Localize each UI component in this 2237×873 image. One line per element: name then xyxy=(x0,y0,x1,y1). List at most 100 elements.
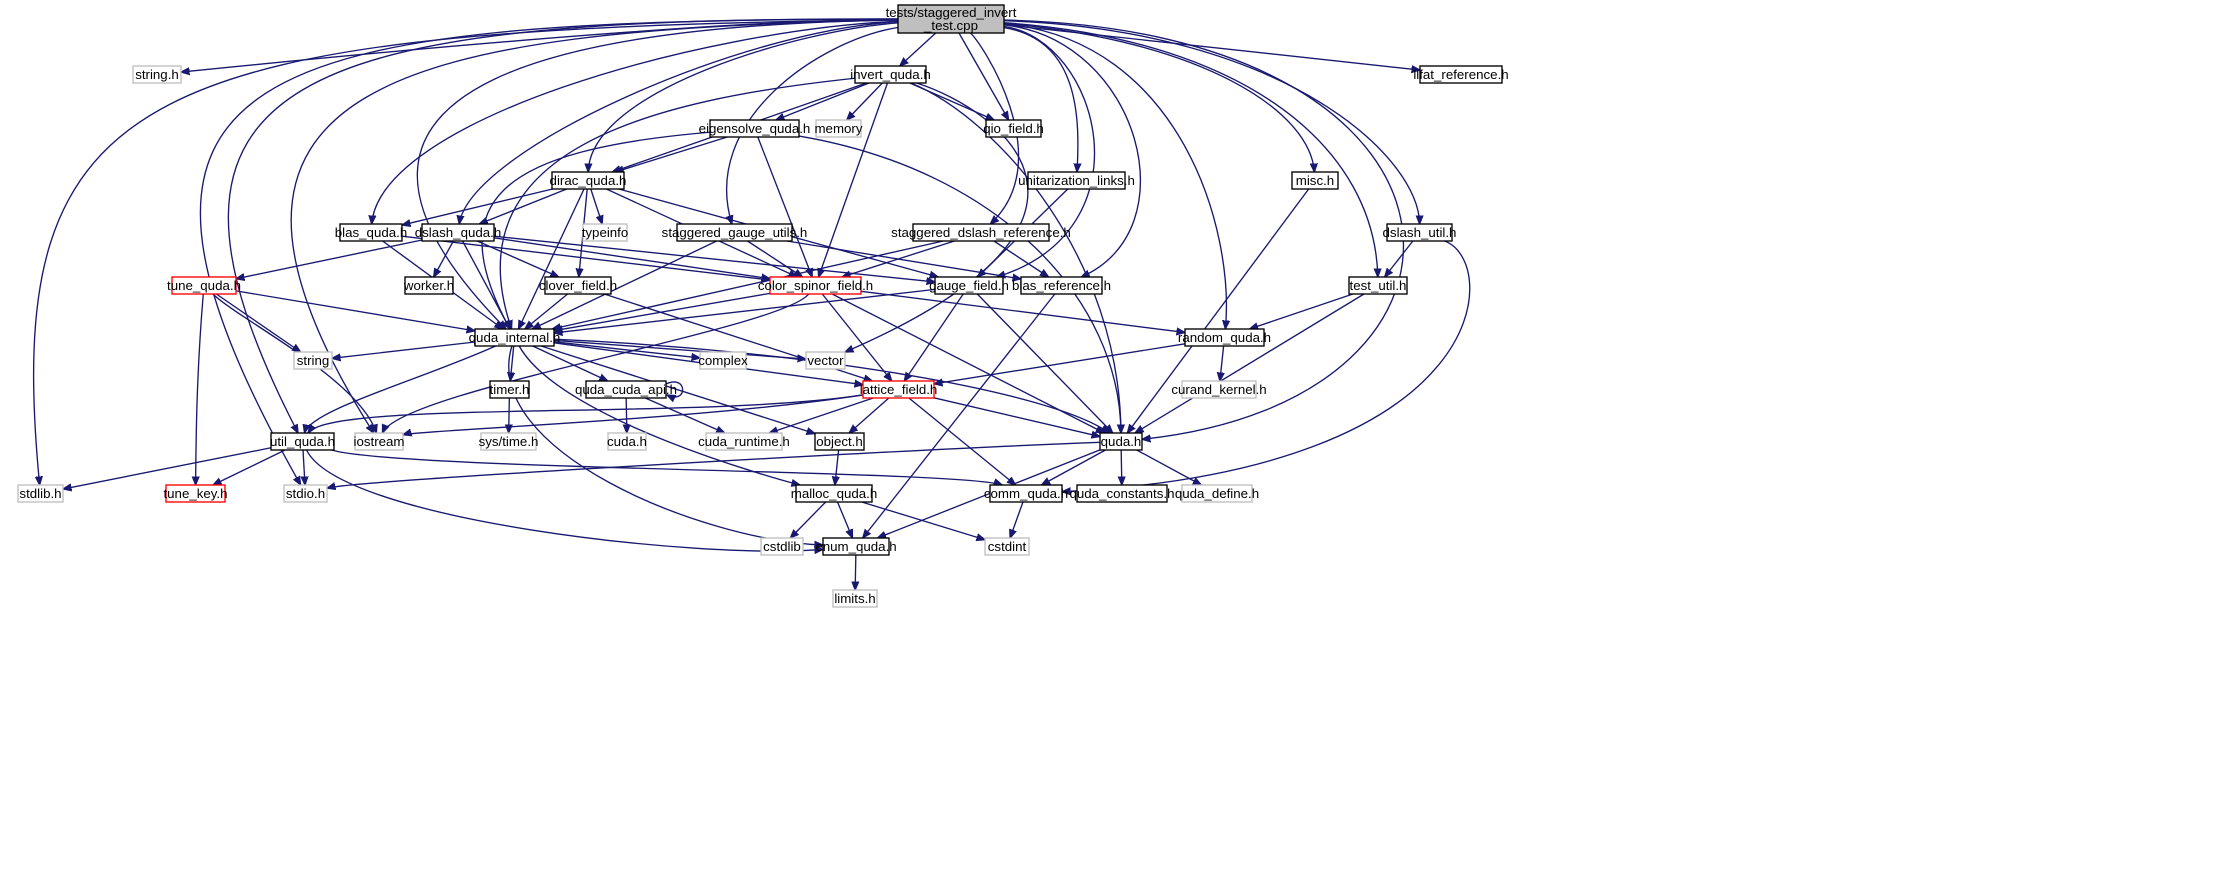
node-clover-field[interactable]: clover_field.h xyxy=(539,276,617,295)
node-tune-key[interactable]: tune_key.h xyxy=(163,484,228,503)
edge-root-to-stdio xyxy=(199,18,899,485)
node-box xyxy=(1419,65,1503,84)
node-staggered-gauge-utils[interactable]: staggered_gauge_utils.h xyxy=(662,223,808,242)
edge-root-to-unitarization_links xyxy=(1003,26,1078,172)
node-quda-h[interactable]: quda.h xyxy=(1099,432,1143,451)
node-staggered-dslash-reference[interactable]: staggered_dslash_reference.h xyxy=(891,223,1071,242)
node-color-spinor-field[interactable]: color_spinor_field.h xyxy=(758,276,873,295)
node-label: quda_constants.h xyxy=(1070,486,1175,501)
node-root[interactable]: tests/staggered_invert_test.cpp xyxy=(886,4,1017,34)
node-stdlib: stdlib.h xyxy=(17,484,64,503)
edge-quda_internal-to-timer xyxy=(510,345,513,381)
node-label: eigensolve_quda.h xyxy=(699,121,811,136)
node-quda-constants[interactable]: quda_constants.h xyxy=(1070,484,1175,503)
node-gauge-field[interactable]: gauge_field.h xyxy=(929,276,1009,295)
node-box xyxy=(1099,432,1143,451)
node-box xyxy=(132,65,182,84)
edge-color_spinor_field-to-quda_internal xyxy=(554,292,771,330)
file-nodes: tests/staggered_invert_test.cpp string.h i… xyxy=(17,4,1509,608)
node-box xyxy=(489,380,530,399)
node-worker[interactable]: worker.h xyxy=(403,276,454,295)
edge-blas_reference-to-enum_quda xyxy=(863,293,1056,538)
node-dslash-util[interactable]: dslash_util.h xyxy=(1383,223,1457,242)
edge-quda_internal-to-object xyxy=(540,345,815,434)
node-label: blas_reference.h xyxy=(1012,278,1111,293)
node-dirac-quda[interactable]: dirac_quda.h xyxy=(550,171,627,190)
edge-root-to-string_h xyxy=(181,18,899,72)
node-util-quda[interactable]: util_quda.h xyxy=(270,432,335,451)
node-quda-cuda-api[interactable]: quda_cuda_api.h xyxy=(575,380,677,399)
node-typeinfo: typeinfo xyxy=(582,223,628,242)
node-comm-quda[interactable]: comm_quda.h xyxy=(984,484,1068,503)
edge-util_quda-to-stdio xyxy=(303,449,305,485)
node-enum-quda[interactable]: enum_quda.h xyxy=(815,537,897,556)
node-label: curand_kernel.h xyxy=(1171,382,1266,397)
node-malloc-quda[interactable]: malloc_quda.h xyxy=(791,484,878,503)
edge-dirac_quda-to-quda_internal xyxy=(518,188,585,329)
node-box xyxy=(1184,328,1265,347)
node-string-h: string.h xyxy=(132,65,182,84)
edge-dslash_quda-to-color_spinor_field xyxy=(493,237,770,279)
node-label: tests/staggered_invert xyxy=(886,5,1017,20)
edge-gauge_field-to-lattice_field xyxy=(904,293,964,381)
node-box xyxy=(709,119,800,138)
node-box xyxy=(854,65,927,84)
node-label: qio_field.h xyxy=(983,121,1044,136)
edge-eigensolve_quda-to-quda_h xyxy=(798,135,1121,433)
node-cstdint: cstdint xyxy=(984,537,1030,556)
edge-quda_internal-to-malloc_quda xyxy=(518,345,800,485)
edge-enum_quda-to-limits xyxy=(855,554,856,590)
node-box xyxy=(474,328,555,347)
node-random-quda[interactable]: random_quda.h xyxy=(1178,328,1271,347)
edge-quda_internal-to-quda_h xyxy=(553,338,1109,433)
node-blas-reference[interactable]: blas_reference.h xyxy=(1012,276,1111,295)
edge-eigensolve_quda-to-color_spinor_field xyxy=(757,136,812,277)
node-box xyxy=(421,223,495,242)
edge-root-to-gauge_field xyxy=(997,25,1096,277)
edge-invert_quda-to-color_spinor_field xyxy=(819,82,889,277)
node-object[interactable]: object.h xyxy=(814,432,865,451)
node-dslash-quda[interactable]: dslash_quda.h xyxy=(415,223,502,242)
node-qio-field[interactable]: qio_field.h xyxy=(983,119,1044,138)
node-lattice-field[interactable]: lattice_field.h xyxy=(860,380,938,399)
edge-random_quda-to-curand_kernel xyxy=(1220,345,1224,381)
node-quda-internal[interactable]: quda_internal.h xyxy=(469,328,561,347)
edge-test_util-to-random_quda xyxy=(1250,293,1354,329)
edge-quda_cuda_api-to-cuda_runtime xyxy=(645,397,724,433)
node-box xyxy=(815,119,862,138)
node-label: cuda.h xyxy=(607,434,647,449)
node-eigensolve-quda[interactable]: eigensolve_quda.h xyxy=(699,119,811,138)
node-label: _test.cpp xyxy=(923,18,978,33)
node-label: tune_quda.h xyxy=(167,278,241,293)
edge-util_quda-to-enum_quda xyxy=(305,449,823,551)
node-box xyxy=(795,484,873,503)
edge-root-to-quda_h xyxy=(1003,19,1404,439)
edge-root-to-invert_quda xyxy=(900,32,937,66)
node-misc[interactable]: misc.h xyxy=(1291,171,1339,190)
edge-lattice_field-to-comm_quda xyxy=(908,397,1016,485)
node-unitarization-links[interactable]: unitarization_links.h xyxy=(1018,171,1135,190)
node-box xyxy=(760,537,804,556)
edge-lattice_field-to-quda_h xyxy=(933,397,1100,437)
node-test-util[interactable]: test_util.h xyxy=(1348,276,1408,295)
node-timer[interactable]: timer.h xyxy=(489,380,530,399)
edge-comm_quda-to-cstdint xyxy=(1010,501,1024,538)
node-label: vector xyxy=(807,353,844,368)
node-label: iostream xyxy=(354,434,405,449)
edge-staggered_gauge_utils-to-color_spinor_field xyxy=(747,240,802,277)
node-llfat-reference[interactable]: llfat_reference.h xyxy=(1413,65,1509,84)
edge-staggered_dslash_reference-to-color_spinor_field xyxy=(842,240,955,277)
node-string: string xyxy=(293,351,333,370)
edge-root-to-random_quda xyxy=(1003,23,1226,329)
node-invert-quda[interactable]: invert_quda.h xyxy=(850,65,931,84)
node-label: stdlib.h xyxy=(19,486,61,501)
node-label: quda_define.h xyxy=(1175,486,1259,501)
node-label: object.h xyxy=(816,434,863,449)
node-label: complex xyxy=(698,353,748,368)
node-box xyxy=(283,484,328,503)
node-blas-quda[interactable]: blas_quda.h xyxy=(335,223,407,242)
node-tune-quda[interactable]: tune_quda.h xyxy=(167,276,241,295)
edge-util_quda-to-comm_quda xyxy=(331,449,1003,485)
edge-tune_quda-to-string xyxy=(215,293,300,352)
edge-dslash_util-to-test_util xyxy=(1385,240,1414,277)
